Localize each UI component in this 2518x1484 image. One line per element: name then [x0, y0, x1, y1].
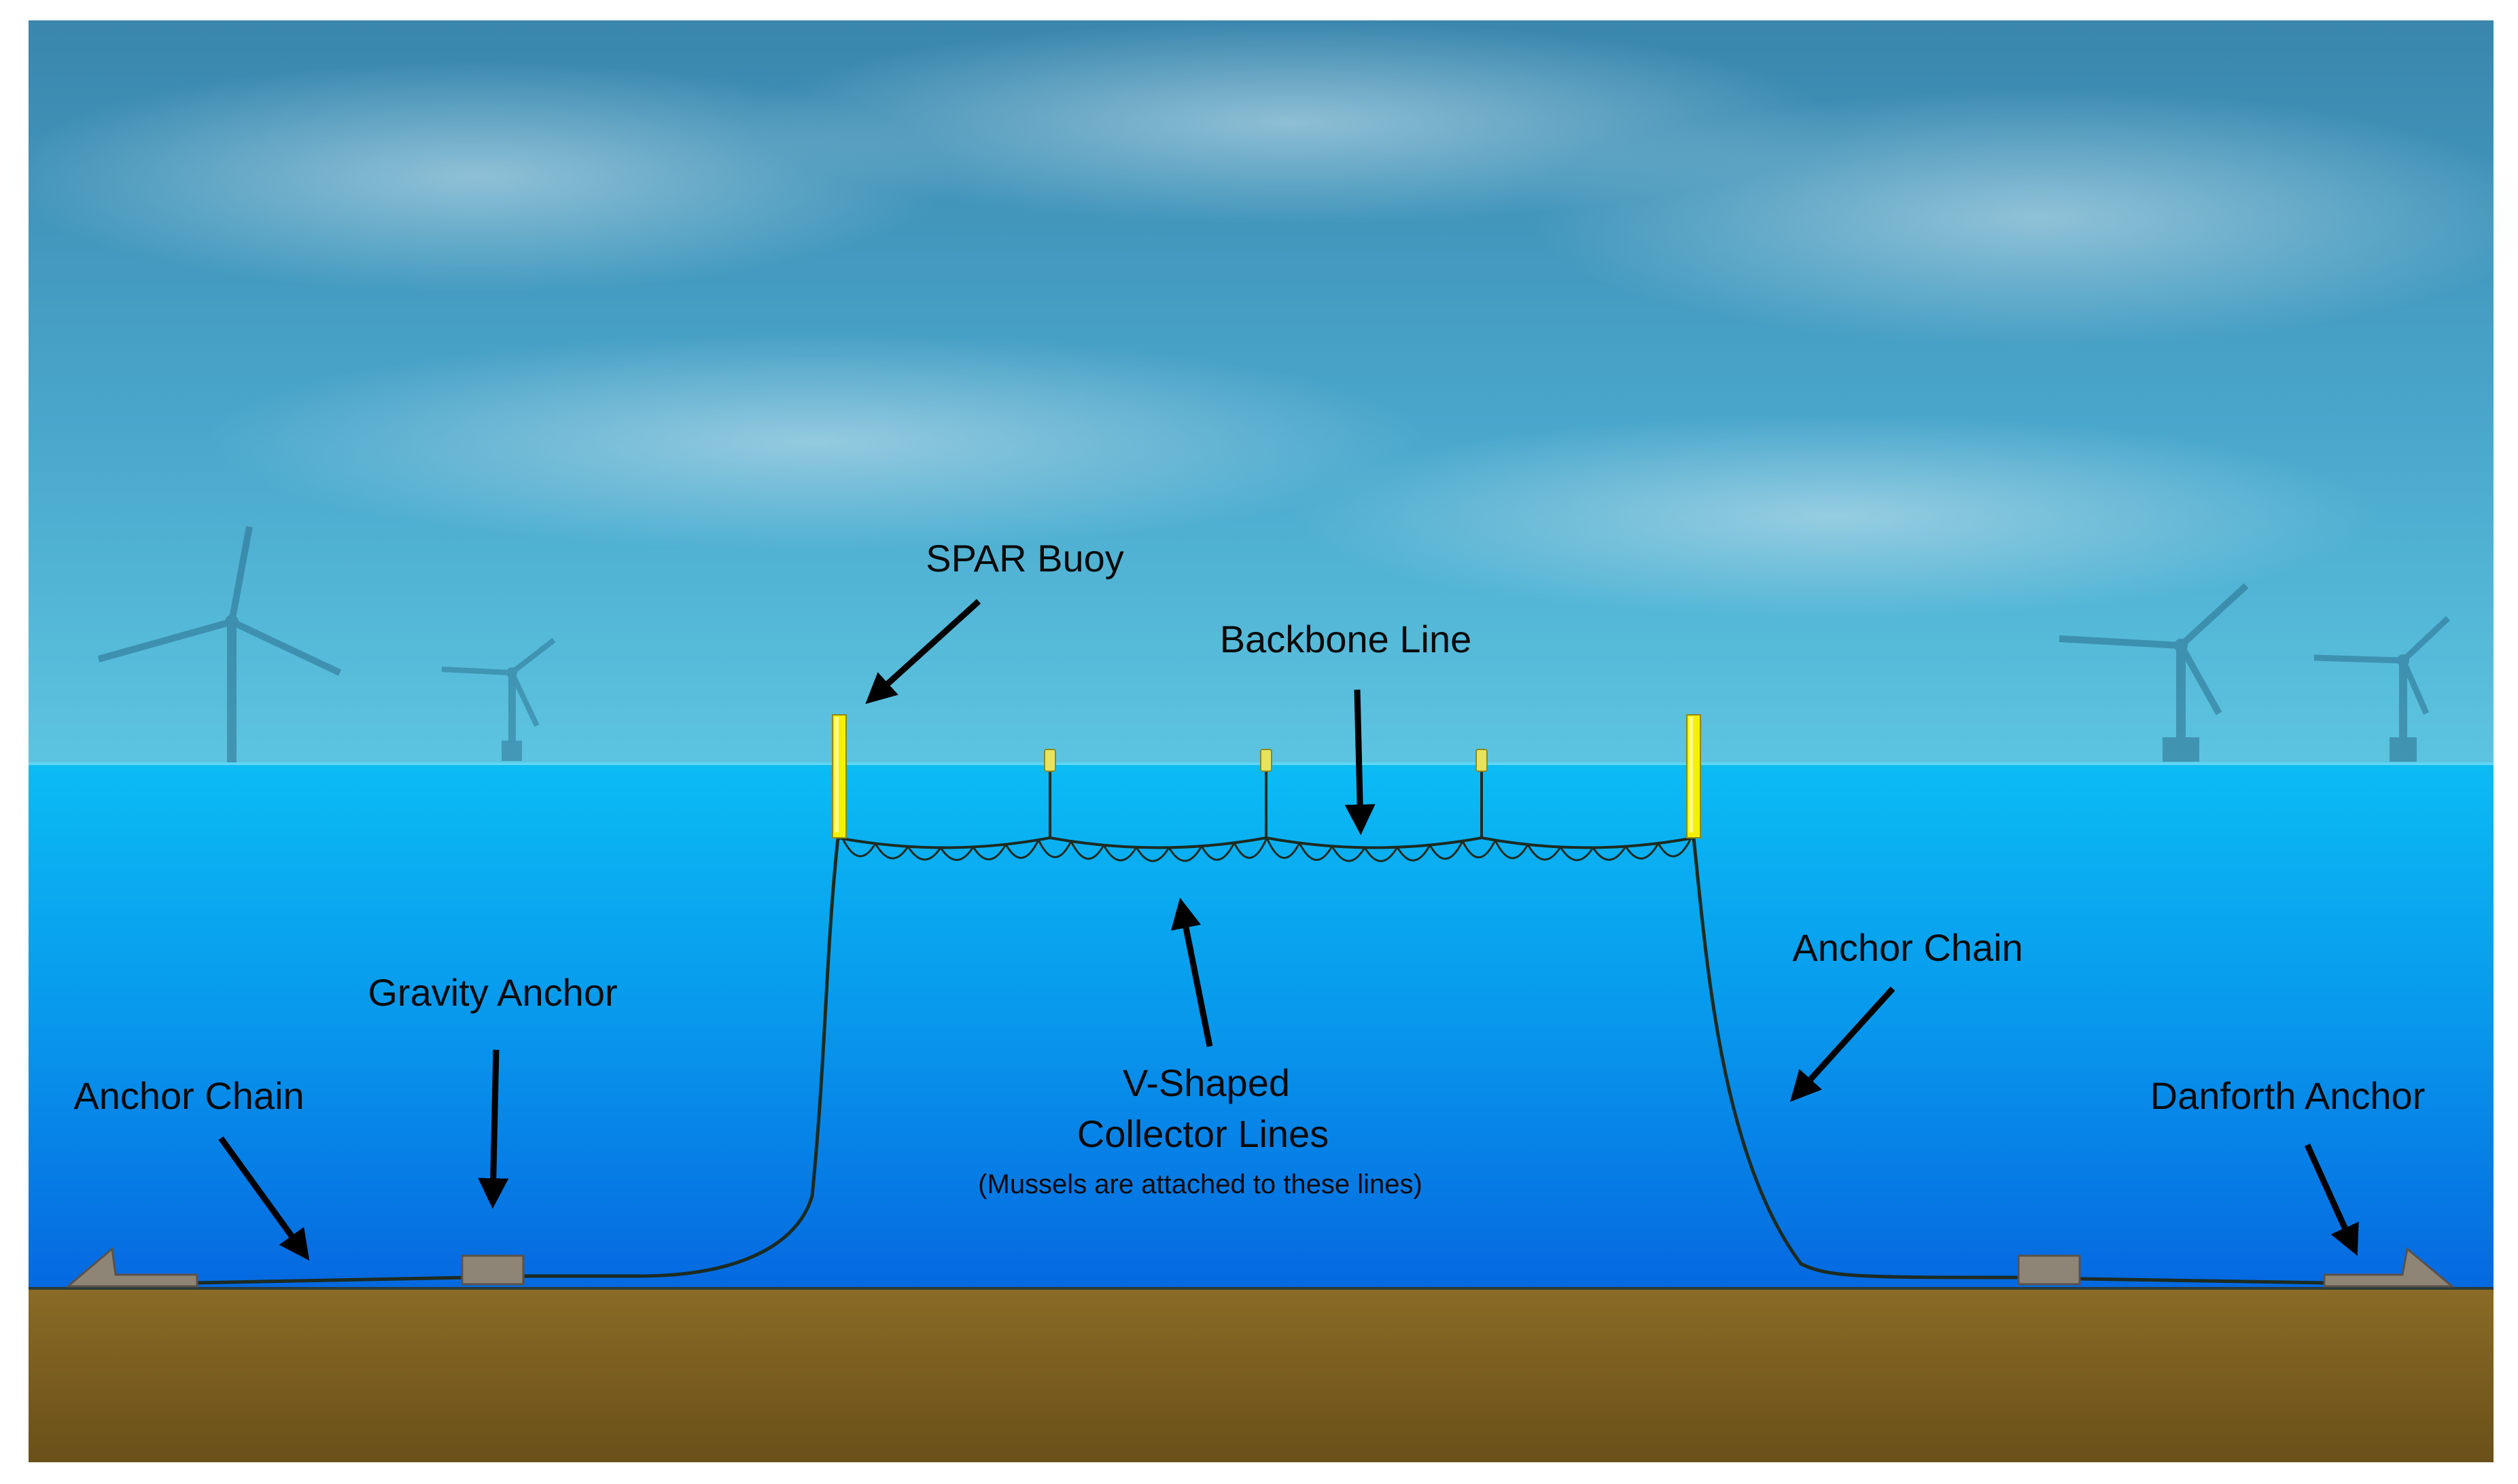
label-backbone-line: Backbone Line: [1220, 618, 1472, 660]
clouds: [0, 20, 2518, 618]
anchor-chain-left: [196, 1275, 470, 1285]
seabed: [29, 1288, 2494, 1462]
gravity-anchor-right: [2017, 1254, 2081, 1286]
label-anchor-chain-left: Anchor Chain: [73, 1074, 304, 1117]
mooring-line-right: [1692, 837, 2019, 1279]
v-shaped-collector-lines: [841, 837, 1692, 862]
danforth-anchor-left: [65, 1247, 198, 1288]
arrow-anchor-chain-right: [1789, 986, 1895, 1102]
danforth-anchor-right: [2323, 1247, 2455, 1288]
collector-loops: [841, 837, 1692, 862]
anchor-icon: [65, 1247, 2455, 1288]
wind-turbine-icon: [441, 637, 556, 761]
label-collector-note: (Mussels are attached to these lines): [978, 1169, 1422, 1199]
label-collector-line1: V-Shaped: [1123, 1061, 1290, 1104]
label-collector-line2: Collector Lines: [1077, 1112, 1329, 1155]
mooring-line-left: [523, 837, 840, 1278]
labels: SPAR Buoy Backbone Line Gravity Anchor A…: [73, 537, 2425, 1199]
arrow-gravity-anchor: [478, 1049, 509, 1209]
arrows: [218, 599, 2359, 1261]
arrow-backbone-line: [1344, 689, 1376, 835]
gravity-anchor-left: [461, 1254, 525, 1286]
anchor-chain-right: [2079, 1277, 2325, 1285]
arrow-danforth-anchor: [2304, 1144, 2359, 1256]
label-spar-buoy: SPAR Buoy: [926, 537, 1124, 580]
wind-turbine-icon: [97, 526, 342, 764]
label-gravity-anchor: Gravity Anchor: [368, 971, 617, 1014]
wind-turbine-icon: [2059, 583, 2249, 762]
wind-turbine-icon: [2313, 616, 2451, 762]
spar-buoy-icon: [1686, 714, 1701, 838]
spar-buoy-icon: [832, 714, 847, 838]
mooring-lines: [196, 837, 2325, 1285]
arrow-anchor-chain-left: [218, 1136, 310, 1261]
float-icon: [1044, 749, 1488, 772]
label-danforth-anchor: Danforth Anchor: [2150, 1074, 2426, 1117]
water: [29, 762, 2494, 1290]
arrow-collector-lines: [1170, 898, 1213, 1047]
arrow-spar-buoy: [865, 599, 981, 705]
label-anchor-chain-right: Anchor Chain: [1792, 926, 2023, 969]
